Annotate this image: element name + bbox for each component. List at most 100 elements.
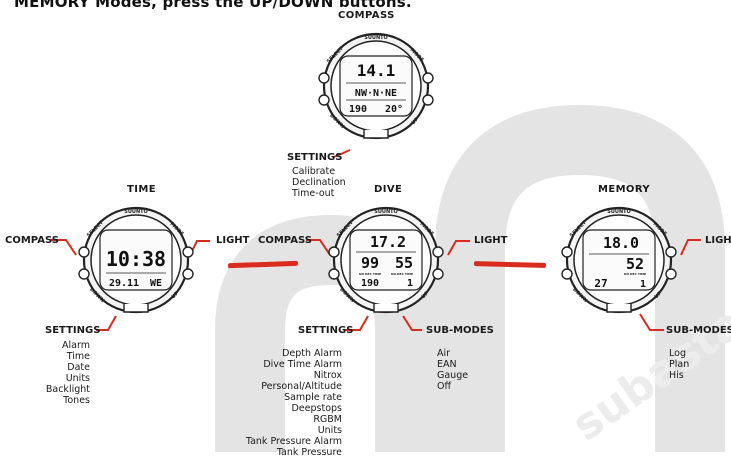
time-settings-list: Alarm Time Date Units Backlight Tones bbox=[40, 340, 90, 406]
dive-light-connector bbox=[447, 240, 470, 256]
time-compass-connector bbox=[50, 239, 77, 256]
list-item: Off bbox=[437, 381, 452, 392]
dive-compass-connector bbox=[306, 239, 331, 256]
lcd-label: NO DEC TIME bbox=[624, 272, 646, 276]
lcd-bottom-left: 190 bbox=[361, 278, 379, 289]
list-item: Tones bbox=[63, 395, 90, 406]
lcd-left-value: 99 bbox=[361, 254, 379, 272]
up-button[interactable] bbox=[182, 268, 194, 280]
lcd-heading: NW·N·NE bbox=[355, 88, 397, 99]
lcd-depth: 18.0 bbox=[603, 234, 639, 252]
list-item: Backlight bbox=[45, 384, 90, 395]
select-button[interactable] bbox=[561, 246, 573, 258]
list-item: Date bbox=[67, 362, 90, 373]
list-item: Time-out bbox=[292, 188, 335, 199]
compass-mode-title: COMPASS bbox=[338, 10, 395, 21]
time-light-label: LIGHT bbox=[216, 235, 250, 246]
list-item: Calibrate bbox=[292, 166, 336, 177]
down-button[interactable] bbox=[561, 268, 573, 280]
compass-watch: SUUNTO SELECT MODE DOWN UP 14.1 NW·N·NE … bbox=[318, 32, 434, 140]
down-button[interactable] bbox=[318, 94, 330, 106]
up-button[interactable] bbox=[665, 268, 677, 280]
list-item: Tank Pressure Alarm bbox=[245, 436, 342, 447]
lcd-date: 29.11 bbox=[109, 278, 139, 289]
brand-label: SUUNTO bbox=[607, 209, 631, 215]
dive-settings-label: SETTINGS bbox=[298, 325, 354, 336]
dive-light-label: LIGHT bbox=[474, 235, 508, 246]
lcd-time: 10:38 bbox=[106, 247, 166, 271]
time-settings-label: SETTINGS bbox=[45, 325, 101, 336]
list-item: Log bbox=[669, 348, 686, 359]
lcd-bottom-left: 27 bbox=[594, 277, 607, 290]
brand-label: SUUNTO bbox=[374, 209, 398, 215]
svg-text:UP: UP bbox=[420, 290, 430, 300]
list-item: Units bbox=[317, 425, 342, 436]
dive-watch: SUUNTO SELECT MODE DOWN UP 17.2 99 55 NO… bbox=[328, 206, 444, 314]
brand-label: SUUNTO bbox=[124, 209, 148, 215]
dive-submodes-list: Air EAN Gauge Off bbox=[437, 348, 468, 392]
list-item: Tank Pressure bbox=[276, 447, 342, 458]
svg-text:UP: UP bbox=[170, 290, 180, 300]
list-item: Gauge bbox=[437, 370, 469, 381]
list-item: Dive Time Alarm bbox=[263, 359, 342, 370]
list-item: Deepstops bbox=[291, 403, 342, 414]
time-settings-connector bbox=[96, 315, 117, 331]
header-text: MEMORY Modes, press the UP/DOWN buttons. bbox=[14, 0, 412, 11]
compass-settings-connector bbox=[333, 149, 351, 158]
svg-text:UP: UP bbox=[653, 290, 663, 300]
dive-mode-title: DIVE bbox=[374, 184, 403, 195]
compass-settings-label: SETTINGS bbox=[287, 152, 343, 163]
dive-compass-label: COMPASS bbox=[258, 235, 312, 246]
dive-submodes-label: SUB-MODES bbox=[426, 325, 494, 336]
compass-settings-list: Calibrate Declination Time-out bbox=[292, 166, 346, 199]
mode-button[interactable] bbox=[432, 246, 444, 258]
list-item: Nitrox bbox=[313, 370, 342, 381]
select-button[interactable] bbox=[328, 246, 340, 258]
memory-light-connector bbox=[680, 239, 701, 256]
time-compass-label: COMPASS bbox=[5, 235, 59, 246]
list-item: EAN bbox=[437, 359, 457, 370]
select-button[interactable] bbox=[78, 246, 90, 258]
list-item: Plan bbox=[669, 359, 690, 370]
memory-light-label: LIGHT bbox=[705, 235, 731, 246]
time-watch: SUUNTO SELECT MODE DOWN UP 10:38 29.11 W… bbox=[78, 206, 194, 314]
lcd-bottom-right: 1 bbox=[640, 279, 646, 290]
mode-button[interactable] bbox=[422, 72, 434, 84]
lcd-right-value: 55 bbox=[395, 254, 413, 272]
down-button[interactable] bbox=[78, 268, 90, 280]
lcd-depth: 17.2 bbox=[370, 233, 406, 251]
list-item: Units bbox=[65, 373, 90, 384]
up-button[interactable] bbox=[422, 94, 434, 106]
lcd-angle: 20° bbox=[385, 104, 403, 115]
list-item: Air bbox=[437, 348, 451, 359]
up-button[interactable] bbox=[432, 268, 444, 280]
lcd-bearing: 190 bbox=[349, 104, 367, 115]
down-button[interactable] bbox=[328, 268, 340, 280]
memory-submodes-label: SUB-MODES bbox=[666, 325, 731, 336]
brand-label: SUUNTO bbox=[364, 35, 388, 41]
list-item: Depth Alarm bbox=[282, 348, 342, 359]
dive-settings-list: Depth Alarm Dive Time Alarm Nitrox Perso… bbox=[240, 348, 342, 458]
time-mode-title: TIME bbox=[127, 184, 156, 195]
list-item: RGBM bbox=[313, 414, 342, 425]
select-button[interactable] bbox=[318, 72, 330, 84]
lcd-depth: 14.1 bbox=[357, 61, 396, 80]
list-item: Personal/Altitude bbox=[261, 381, 342, 392]
lcd-value: 52 bbox=[626, 255, 644, 273]
memory-submodes-connector bbox=[639, 313, 664, 331]
lcd-bottom-right: 1 bbox=[407, 278, 413, 289]
mode-button[interactable] bbox=[665, 246, 677, 258]
list-item: Declination bbox=[292, 177, 346, 188]
mode-button[interactable] bbox=[182, 246, 194, 258]
list-item: His bbox=[669, 370, 684, 381]
memory-submodes-list: Log Plan His bbox=[669, 348, 689, 381]
memory-mode-title: MEMORY bbox=[598, 184, 651, 195]
svg-text:UP: UP bbox=[410, 116, 420, 126]
memory-watch: SUUNTO SELECT MODE DOWN UP 18.0 52 NO DE… bbox=[561, 206, 677, 314]
list-item: Time bbox=[66, 351, 90, 362]
dive-submodes-connector bbox=[402, 315, 422, 331]
lcd-weekday: WE bbox=[150, 278, 162, 289]
lcd-label-left: NO DEC TIME bbox=[359, 272, 381, 276]
dive-settings-connector bbox=[345, 315, 369, 331]
